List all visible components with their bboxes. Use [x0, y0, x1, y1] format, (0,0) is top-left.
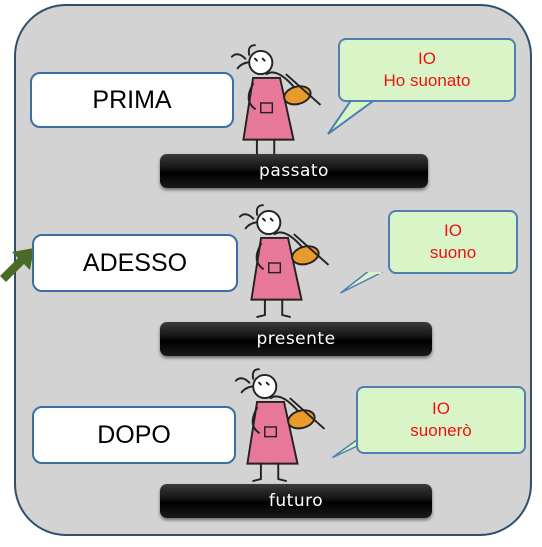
girl-playing-violin-icon — [230, 44, 322, 158]
speech-bubble-tail — [340, 272, 383, 294]
bubble-line1: IO — [432, 399, 450, 418]
bubble-line2: suonerò — [410, 421, 472, 440]
bubble-line1: IO — [444, 221, 462, 240]
bubble-line2: Ho suonato — [383, 71, 471, 90]
tense-futuro: futuro — [160, 484, 432, 518]
speech-bubble-prima: IO Ho suonato — [338, 38, 516, 102]
time-label-dopo: DOPO — [32, 406, 236, 464]
tense-passato: passato — [160, 154, 428, 188]
bubble-line2: suono — [429, 243, 477, 262]
time-label-adesso: ADESSO — [32, 234, 238, 292]
speech-bubble-adesso: IO suono — [388, 210, 518, 274]
speech-bubble-tail — [327, 96, 382, 135]
tense-presente: presente — [160, 322, 432, 356]
arrow-right-icon — [0, 248, 34, 282]
speech-bubble-dopo: IO suonerò — [356, 386, 526, 454]
girl-playing-violin-icon — [234, 368, 326, 482]
bubble-line1: IO — [418, 49, 436, 68]
time-label-prima: PRIMA — [30, 72, 234, 128]
girl-playing-violin-icon — [238, 204, 330, 318]
